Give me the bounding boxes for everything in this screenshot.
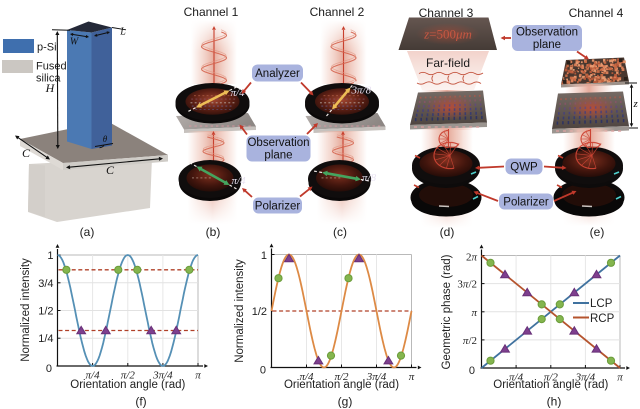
svg-text:π/4: π/4	[232, 175, 247, 187]
svg-text:π: π	[617, 372, 623, 384]
svg-text:1/2: 1/2	[38, 306, 53, 318]
svg-text:1: 1	[261, 250, 267, 262]
svg-text:π/4: π/4	[509, 372, 524, 384]
svg-text:0: 0	[46, 363, 52, 375]
svg-text:QWP: QWP	[510, 162, 538, 174]
svg-text:Channel 4: Channel 4	[569, 6, 624, 20]
svg-text:p-Si: p-Si	[37, 42, 57, 54]
svg-text:Observation: Observation	[516, 27, 578, 39]
svg-text:π/2: π/2	[463, 335, 477, 347]
svg-text:Analyzer: Analyzer	[255, 68, 300, 80]
svg-text:silica: silica	[36, 73, 61, 85]
svg-text:π: π	[471, 307, 477, 319]
svg-text:Channel 3: Channel 3	[419, 6, 474, 20]
svg-text:Far-field: Far-field	[426, 56, 470, 70]
svg-text:π/2: π/2	[334, 371, 349, 383]
svg-text:Fused: Fused	[36, 61, 67, 73]
svg-text:2π: 2π	[466, 252, 478, 264]
svg-text:0: 0	[260, 365, 266, 377]
svg-text:1/2: 1/2	[252, 306, 267, 318]
svg-text:1: 1	[47, 250, 53, 262]
svg-text:Orientation angle (rad): Orientation angle (rad)	[70, 379, 185, 391]
svg-text:Orientation angle (rad): Orientation angle (rad)	[493, 379, 608, 391]
svg-text:θ: θ	[103, 134, 108, 144]
svg-text:H: H	[45, 81, 56, 95]
svg-text:π: π	[195, 370, 201, 382]
svg-text:RCP: RCP	[590, 313, 615, 325]
svg-text:1/4: 1/4	[38, 333, 53, 345]
svg-text:(e): (e)	[590, 225, 605, 239]
svg-text:(c): (c)	[333, 225, 347, 239]
svg-text:(a): (a)	[80, 225, 95, 239]
svg-text:plane: plane	[533, 39, 561, 51]
svg-text:z: z	[633, 98, 639, 110]
svg-text:3π/8: 3π/8	[351, 85, 372, 97]
svg-text:π/8: π/8	[362, 172, 377, 184]
svg-text:(b): (b)	[206, 225, 221, 239]
svg-text:C: C	[106, 163, 115, 177]
svg-text:(h): (h)	[547, 395, 562, 409]
svg-text:Polarizer: Polarizer	[503, 197, 549, 209]
svg-text:π/4: π/4	[86, 370, 101, 382]
svg-text:π/4: π/4	[299, 371, 314, 383]
svg-text:Observation: Observation	[247, 137, 309, 149]
svg-text:Geometric phase (rad): Geometric phase (rad)	[441, 254, 453, 369]
svg-text:Normalized intensity: Normalized intensity	[20, 258, 32, 362]
svg-text:(f): (f)	[135, 395, 146, 409]
svg-text:(g): (g)	[338, 395, 353, 409]
svg-text:π: π	[409, 371, 415, 383]
svg-text:Channel 2: Channel 2	[310, 5, 365, 19]
svg-text:Normalized intensity: Normalized intensity	[234, 259, 246, 363]
svg-text:L: L	[119, 27, 126, 38]
svg-text:3π/4: 3π/4	[152, 370, 173, 382]
svg-text:W: W	[70, 37, 80, 48]
svg-text:Orientation angle (rad): Orientation angle (rad)	[284, 379, 399, 391]
svg-text:π/2: π/2	[544, 372, 559, 384]
svg-text:π/4: π/4	[231, 87, 246, 99]
svg-text:Polarizer: Polarizer	[255, 201, 301, 213]
svg-text:3/4: 3/4	[38, 278, 53, 290]
svg-text:z=500μm: z=500μm	[423, 27, 472, 42]
svg-text:(d): (d)	[440, 225, 455, 239]
svg-text:C: C	[22, 146, 31, 160]
svg-text:0: 0	[469, 365, 475, 377]
svg-text:LCP: LCP	[590, 298, 613, 310]
svg-text:π/2: π/2	[121, 370, 136, 382]
svg-text:plane: plane	[264, 150, 292, 162]
svg-text:Channel 1: Channel 1	[184, 5, 239, 19]
svg-text:3π/4: 3π/4	[575, 372, 596, 384]
svg-text:3π/4: 3π/4	[366, 371, 387, 383]
svg-text:3π/2: 3π/2	[457, 279, 477, 291]
